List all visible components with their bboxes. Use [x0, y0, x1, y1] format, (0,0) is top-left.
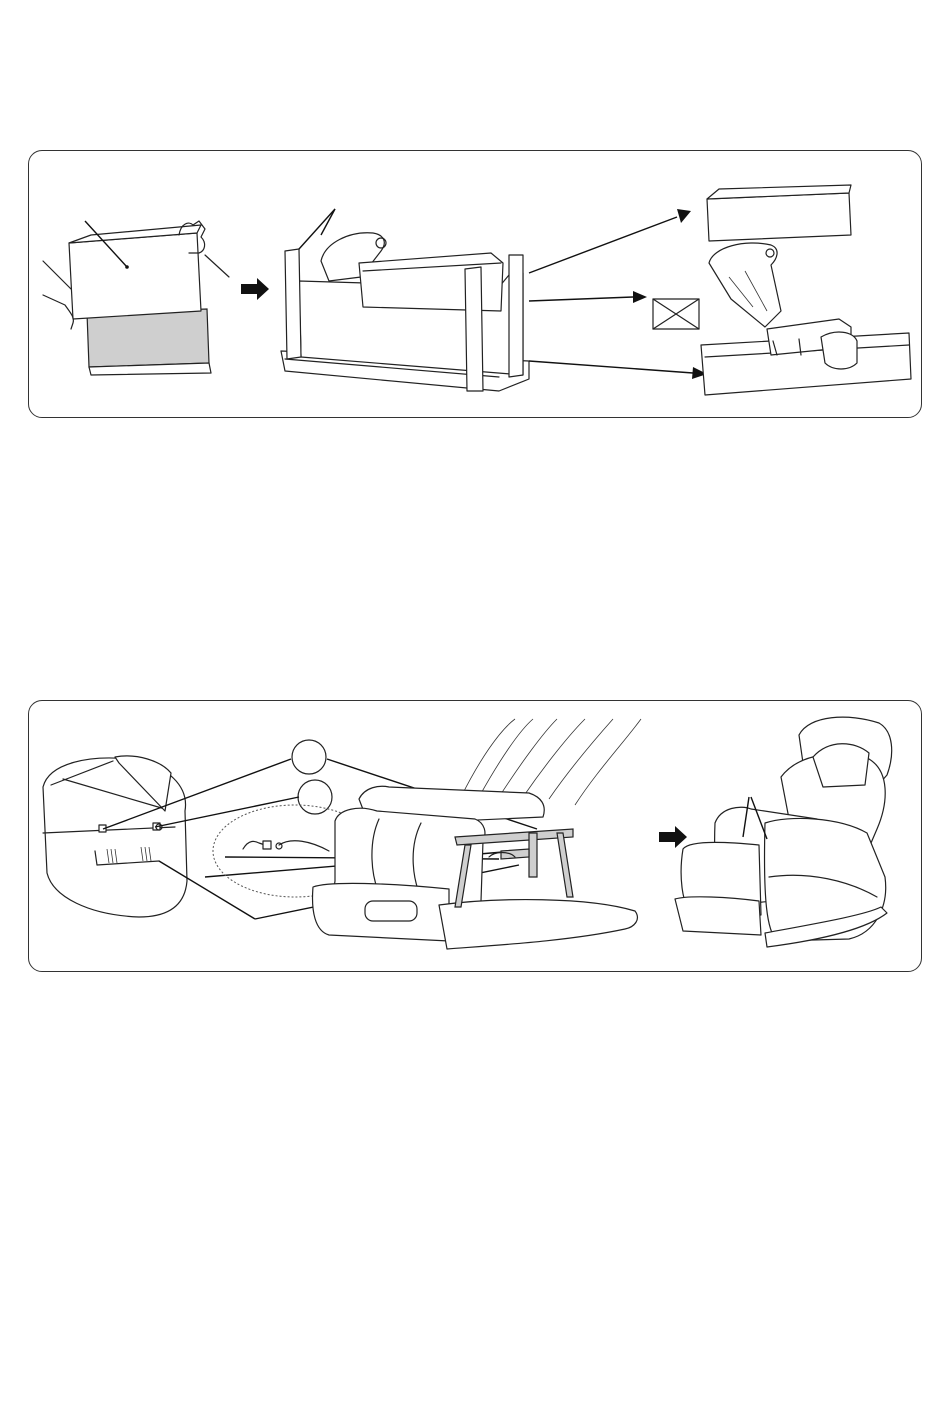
right-arrow-icon [659, 826, 687, 848]
carton-lid-illustration [707, 185, 851, 241]
chair-on-base-illustration [701, 243, 911, 395]
chair-body-illustration [313, 719, 641, 949]
crossed-box-icon [653, 299, 699, 329]
right-arrow-icon [241, 278, 269, 300]
callout-marker-1 [292, 740, 326, 774]
assembled-chair-illustration [675, 717, 892, 947]
assembly-diagram-panel [28, 700, 922, 972]
unpacking-diagram-panel [28, 150, 922, 418]
assembly-illustration [29, 701, 922, 972]
armrest-detail-illustration [43, 756, 187, 917]
callout-marker-2 [298, 780, 332, 814]
carton-lift-illustration [43, 221, 229, 375]
unpacking-illustration [29, 151, 922, 418]
open-carton-illustration [281, 209, 707, 391]
